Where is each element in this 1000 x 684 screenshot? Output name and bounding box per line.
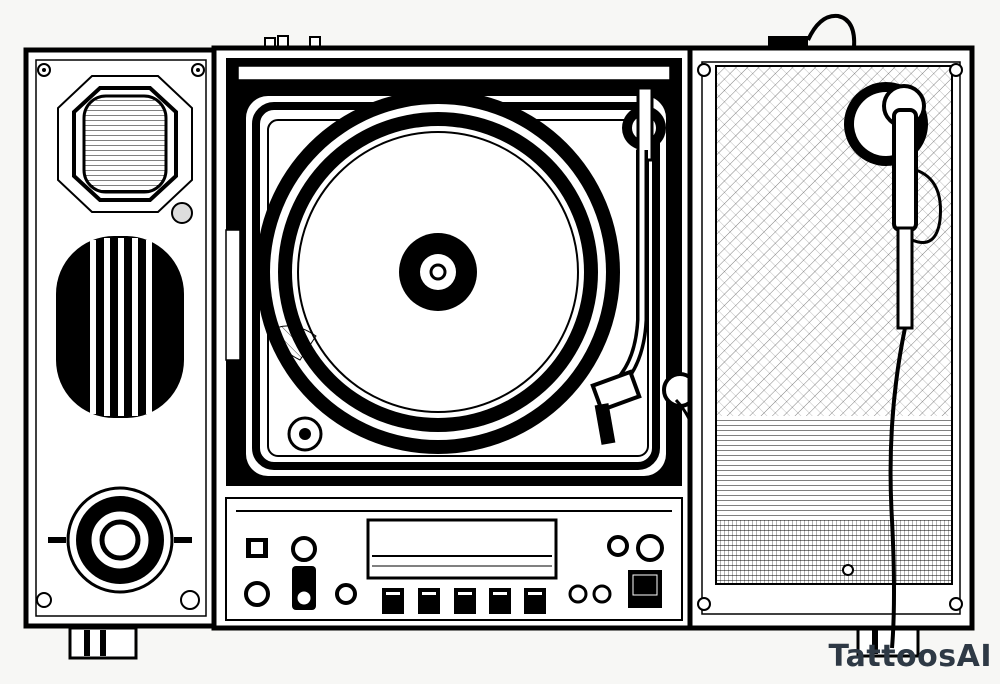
deck-adjust-knob <box>287 416 323 452</box>
hanging-microphone <box>844 82 942 649</box>
control-panel <box>225 497 683 621</box>
right-speaker-cabinet <box>687 45 975 631</box>
cabinet-feet <box>68 624 920 660</box>
watermark-logo: TattoosAI <box>828 639 992 674</box>
top-cable-plug <box>768 13 857 49</box>
octagon-tweeter <box>57 75 193 224</box>
oval-speaker-grille <box>56 236 184 418</box>
left-round-knob <box>48 486 192 594</box>
vinyl-record <box>256 90 620 454</box>
